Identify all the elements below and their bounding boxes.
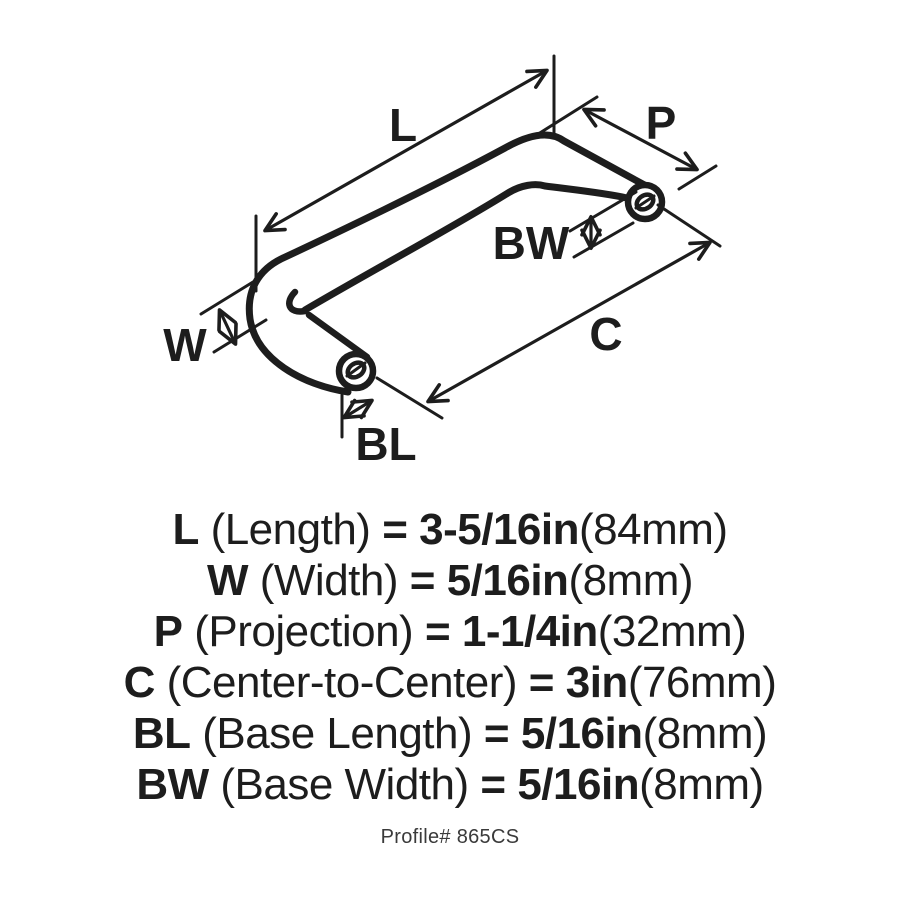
extension-lines (199, 54, 722, 439)
dimension-arrows (217, 68, 712, 420)
legend-abbr: BL (132, 709, 191, 758)
legend-equals: = (424, 607, 451, 656)
dim-arrow-C (426, 240, 712, 404)
legend-name: (Width) (259, 556, 399, 605)
legend-abbr: C (123, 658, 156, 707)
dim-label-base-width: BW (493, 217, 570, 269)
legend-value: 1-1/4in (461, 607, 598, 656)
dim-label-projection: P (646, 97, 677, 149)
ext-BW-bottom (572, 221, 635, 259)
legend-metric: (84mm) (579, 505, 728, 554)
dim-label-length: L (389, 99, 417, 151)
legend-row-center-to-center: C (Center-to-Center) = 3in(76mm) (0, 657, 900, 708)
legend-metric: (8mm) (639, 760, 764, 809)
dim-label-base-length: BL (355, 418, 416, 470)
legend-name: (Base Length) (202, 709, 473, 758)
legend-name: (Length) (210, 505, 371, 554)
dim-label-center-to-center: C (589, 308, 622, 360)
legend-metric: (8mm) (568, 556, 694, 605)
ext-P-bottom (677, 164, 718, 191)
legend-equals: = (409, 556, 436, 605)
dimension-legend: L (Length) = 3-5/16in(84mm) W (Width) = … (0, 504, 900, 810)
legend-row-base-length: BL (Base Length) = 5/16in(8mm) (0, 708, 900, 759)
legend-metric: (76mm) (627, 658, 777, 707)
legend-name: (Projection) (194, 607, 414, 656)
legend-row-base-width: BW (Base Width) = 5/16in(8mm) (0, 759, 900, 810)
ext-C-bottom (375, 376, 444, 420)
handle-bottom-outline (301, 181, 631, 314)
legend-value: 3in (565, 658, 629, 707)
dim-arrow-W (217, 308, 238, 346)
left-screw-slot (345, 361, 367, 378)
dim-label-width: W (163, 319, 207, 371)
legend-abbr: W (206, 556, 249, 605)
legend-metric: (32mm) (597, 607, 747, 656)
legend-value: 5/16in (520, 709, 643, 758)
legend-equals: = (528, 658, 555, 707)
legend-abbr: L (172, 505, 199, 554)
legend-name: (Center-to-Center) (166, 658, 518, 707)
legend-equals: = (483, 709, 510, 758)
legend-value: 5/16in (517, 760, 640, 809)
legend-abbr: BW (136, 760, 209, 809)
ext-BW-top (568, 190, 638, 233)
right-screw-slot (634, 194, 656, 210)
ext-W-top (199, 280, 255, 316)
handle-dimension-diagram: L P BW C W BL (163, 54, 722, 470)
legend-row-projection: P (Projection) = 1-1/4in(32mm) (0, 606, 900, 657)
legend-name: (Base Width) (220, 760, 469, 809)
legend-equals: = (480, 760, 506, 809)
dim-arrow-P (582, 107, 699, 172)
legend-row-width: W (Width) = 5/16in(8mm) (0, 555, 900, 606)
legend-metric: (8mm) (642, 709, 768, 758)
handle-inner-curl (286, 288, 309, 315)
legend-row-length: L (Length) = 3-5/16in(84mm) (0, 504, 900, 555)
ext-C-top (656, 203, 722, 248)
left-post-inner-edge (305, 311, 371, 361)
legend-abbr: P (153, 607, 183, 656)
dim-arrow-L (263, 68, 549, 233)
legend-value: 5/16in (446, 556, 569, 605)
ext-W-bottom (212, 318, 268, 354)
legend-equals: = (382, 505, 408, 554)
ext-P-top (533, 95, 599, 138)
legend-value: 3-5/16in (419, 505, 579, 554)
profile-number: Profile# 865CS (380, 826, 520, 848)
dim-arrow-BL (342, 398, 374, 420)
